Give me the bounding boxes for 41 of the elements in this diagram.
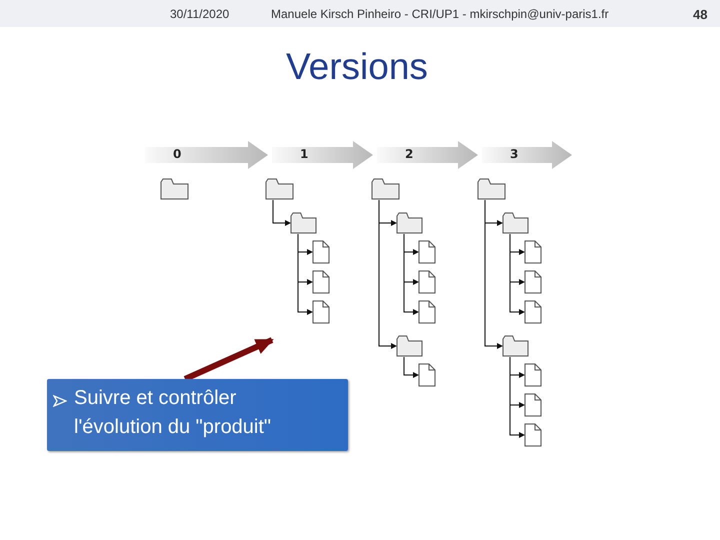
header-text: Manuele Kirsch Pinheiro - CRI/UP1 - mkirschpin@univ-paris1.fr <box>271 7 609 21</box>
revision-band: 3 <box>482 141 572 169</box>
tree-connector <box>404 356 419 378</box>
folder-icon <box>265 178 295 200</box>
tree-connector <box>404 234 419 315</box>
file-icon <box>524 300 542 324</box>
tree-connector <box>510 234 525 315</box>
file-icon <box>312 270 330 294</box>
file-icon <box>418 270 436 294</box>
tree-connector <box>272 200 291 226</box>
file-icon <box>418 363 436 387</box>
file-icon <box>524 270 542 294</box>
folder-icon <box>396 335 424 357</box>
slide-title: Versions <box>286 46 428 88</box>
file-icon <box>312 240 330 264</box>
page-number: 48 <box>693 7 708 22</box>
folder-icon <box>371 178 401 200</box>
file-icon <box>418 300 436 324</box>
file-icon <box>524 393 542 417</box>
file-icon <box>524 423 542 447</box>
callout-text: Suivre et contrôler l'évolution du "produit" <box>74 386 272 440</box>
file-icon <box>312 300 330 324</box>
pointer-arrow <box>184 337 274 382</box>
tree-connector <box>484 200 503 349</box>
file-icon <box>524 240 542 264</box>
tree-connector <box>298 234 313 315</box>
date-text: 30/11/2020 <box>170 7 230 21</box>
file-icon <box>524 363 542 387</box>
tree-connector <box>378 200 397 349</box>
revision-band: 0 <box>145 141 268 169</box>
folder-icon <box>502 335 530 357</box>
revision-band: 2 <box>377 141 478 169</box>
revision-band: 1 <box>272 141 373 169</box>
folder-icon <box>502 212 530 234</box>
folder-icon <box>290 212 318 234</box>
folder-icon <box>160 178 190 200</box>
folder-icon <box>477 178 507 200</box>
callout-box <box>47 379 348 451</box>
folder-icon <box>396 212 424 234</box>
file-icon <box>418 240 436 264</box>
tree-connector <box>510 356 525 438</box>
